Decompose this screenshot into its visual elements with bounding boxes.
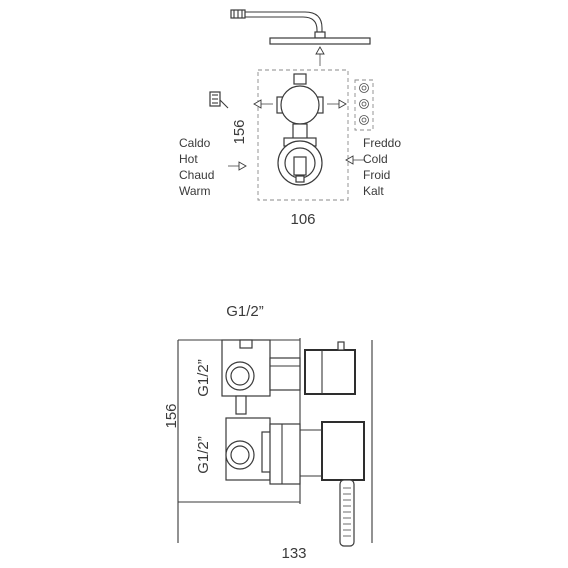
- hot-label-warm: Warm: [179, 184, 211, 198]
- mounting-box-outline: [257, 69, 349, 201]
- thread-label-lower: G1/2”: [195, 436, 212, 474]
- cold-label-cold: Cold: [363, 152, 388, 166]
- side-dimension-box: [177, 339, 373, 543]
- top-width-dimension: 106: [290, 211, 315, 228]
- body-jets-icon: [354, 79, 374, 131]
- lower-inlet-body: [225, 417, 365, 485]
- hot-label-hot: Hot: [179, 152, 198, 166]
- thread-label-upper: G1/2”: [195, 359, 212, 397]
- cold-inlet-arrow-icon: [345, 155, 364, 165]
- top-height-dimension: 156: [231, 119, 248, 144]
- thread-label-top: G1/2”: [226, 303, 264, 320]
- cold-labels: Freddo Cold Froid Kalt: [363, 136, 401, 198]
- hand-shower-icon: [209, 91, 229, 109]
- shower-arm-head: [230, 9, 371, 45]
- arrow-left-icon: [253, 99, 273, 109]
- hot-labels: Caldo Hot Chaud Warm: [179, 136, 214, 198]
- upper-inlet-body: [221, 339, 356, 415]
- cold-label-kalt: Kalt: [363, 184, 384, 198]
- hot-label-chaud: Chaud: [179, 168, 214, 182]
- diverter-valve-body: [276, 73, 324, 186]
- cold-label-freddo: Freddo: [363, 136, 401, 150]
- hot-label-caldo: Caldo: [179, 136, 211, 150]
- hot-inlet-arrow-icon: [228, 161, 247, 171]
- side-height-dimension: 156: [163, 403, 180, 428]
- side-depth-dimension: 133: [281, 545, 306, 562]
- lever-handle: [339, 479, 355, 547]
- arrow-right-icon: [327, 99, 347, 109]
- arrow-up-icon: [315, 46, 325, 66]
- cold-label-froid: Froid: [363, 168, 390, 182]
